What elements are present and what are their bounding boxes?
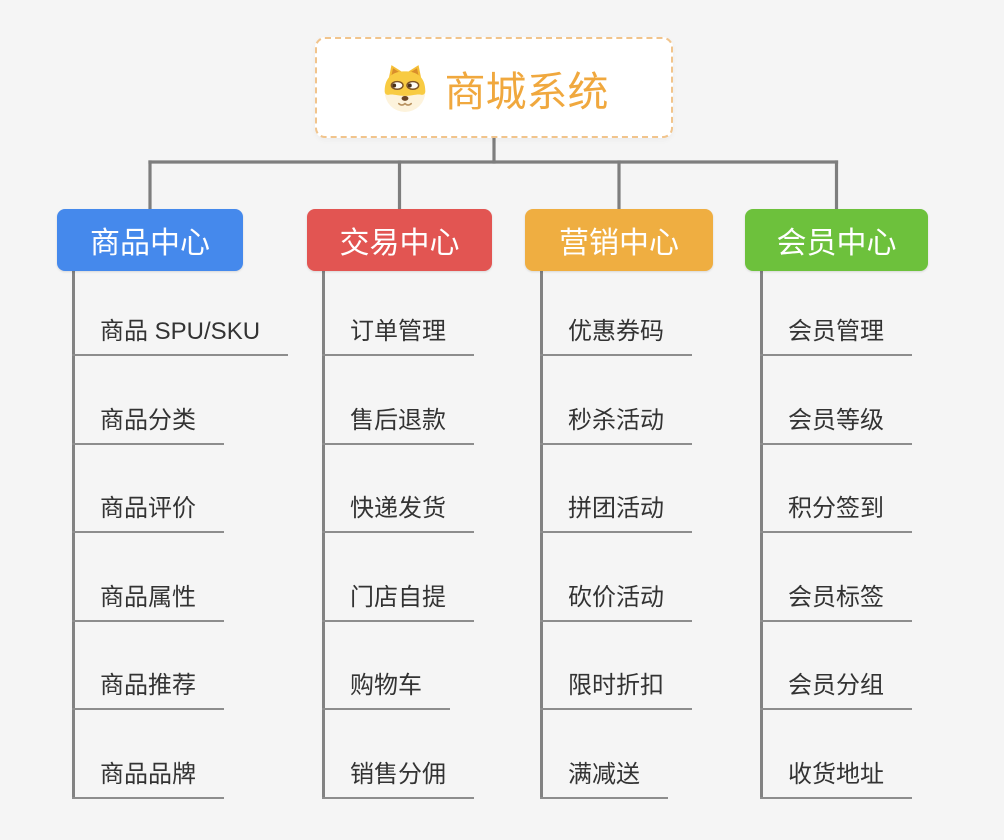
branch-product-center: 商品中心 商品 SPU/SKU 商品分类 商品评价 商品属性 商品推荐 商品品牌 — [57, 209, 317, 799]
branch-node-member-center[interactable]: 会员中心 — [745, 209, 928, 271]
topic-item[interactable]: 优惠券码 — [540, 271, 692, 356]
topic-item[interactable]: 订单管理 — [322, 271, 474, 356]
topic-item[interactable]: 会员标签 — [760, 533, 912, 622]
branch-trade-center: 交易中心 订单管理 售后退款 快递发货 门店自提 购物车 销售分佣 — [307, 209, 567, 799]
topic-item[interactable]: 会员分组 — [760, 622, 912, 711]
branch-spine — [322, 271, 325, 799]
topic-item[interactable]: 会员管理 — [760, 271, 912, 356]
topic-item[interactable]: 会员等级 — [760, 356, 912, 445]
topic-item[interactable]: 商品品牌 — [72, 710, 224, 799]
topic-item[interactable]: 售后退款 — [322, 356, 474, 445]
topic-item[interactable]: 销售分佣 — [322, 710, 474, 799]
topic-item[interactable]: 购物车 — [322, 622, 450, 711]
topic-item[interactable]: 商品分类 — [72, 356, 224, 445]
topic-item[interactable]: 满减送 — [540, 710, 668, 799]
branch-member-center: 会员中心 会员管理 会员等级 积分签到 会员标签 会员分组 收货地址 — [745, 209, 1004, 799]
topic-item[interactable]: 门店自提 — [322, 533, 474, 622]
topic-item[interactable]: 砍价活动 — [540, 533, 692, 622]
branch-marketing-center: 营销中心 优惠券码 秒杀活动 拼团活动 砍价活动 限时折扣 满减送 — [525, 209, 785, 799]
branch-spine — [540, 271, 543, 799]
topic-item[interactable]: 积分签到 — [760, 445, 912, 534]
topic-item[interactable]: 商品评价 — [72, 445, 224, 534]
branch-spine — [760, 271, 763, 799]
root-node-mall-system[interactable]: 商城系统 — [315, 37, 673, 138]
root-title: 商城系统 — [444, 68, 609, 115]
shiba-dog-icon — [384, 64, 425, 112]
topic-item[interactable]: 商品推荐 — [72, 622, 224, 711]
topic-item[interactable]: 商品属性 — [72, 533, 224, 622]
branch-spine — [72, 271, 75, 799]
topic-item[interactable]: 拼团活动 — [540, 445, 692, 534]
branch-node-marketing-center[interactable]: 营销中心 — [525, 209, 713, 271]
topic-item[interactable]: 收货地址 — [760, 710, 912, 799]
branch-node-trade-center[interactable]: 交易中心 — [307, 209, 492, 271]
topic-item[interactable]: 秒杀活动 — [540, 356, 692, 445]
topic-item[interactable]: 商品 SPU/SKU — [72, 271, 289, 356]
topic-item[interactable]: 快递发货 — [322, 445, 474, 534]
topic-item[interactable]: 限时折扣 — [540, 622, 692, 711]
branch-node-product-center[interactable]: 商品中心 — [57, 209, 243, 271]
